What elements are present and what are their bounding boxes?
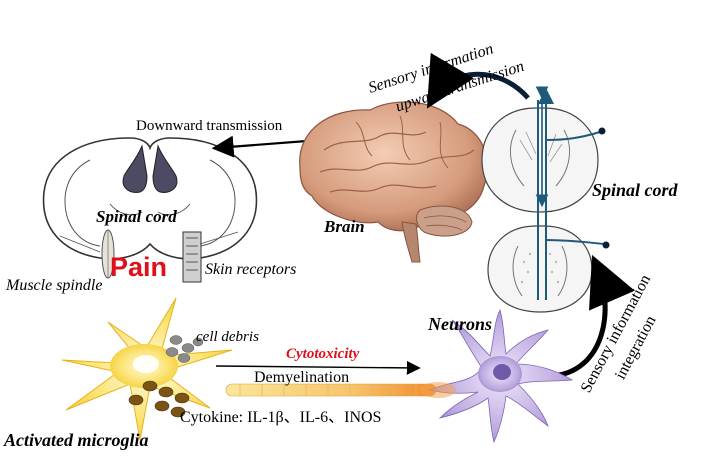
cytotoxicity-label: Cytotoxicity [286, 346, 360, 362]
neurons-label: Neurons [427, 314, 492, 334]
integration-arrow [551, 254, 635, 379]
left-spinal-cord-illustration [42, 137, 258, 283]
right-spinal-cord-label: Spinal cord [592, 180, 679, 200]
microglia-label: Activated microglia [3, 430, 148, 450]
activated-microglia-illustration [61, 297, 233, 441]
skin-receptors-label: Skin receptors [205, 261, 296, 278]
left-spinal-cord-label: Spinal cord [96, 207, 177, 226]
brain-illustration [299, 101, 489, 263]
cell-debris-dots [165, 335, 204, 363]
cell-debris-label: cell debris [196, 329, 259, 345]
muscle-spindle-label: Muscle spindle [5, 277, 102, 294]
cytotoxicity-arrow [215, 360, 421, 375]
demyelination-label: Demyelination [254, 369, 349, 386]
downward-arrow [211, 135, 321, 158]
brain-label: Brain [323, 217, 365, 236]
downward-transmission-label: Downward transmission [136, 118, 283, 134]
neuron-illustration [420, 308, 574, 444]
axon-illustration [225, 383, 437, 397]
right-spinal-cord-illustration [481, 86, 610, 313]
upward-transmission-arrow [426, 52, 530, 109]
cytokine-label: Cytokine: IL-1β、IL-6、INOS [180, 409, 381, 426]
pain-label: Pain [110, 252, 167, 282]
sensory-integration-text: Sensory information integration [578, 272, 660, 396]
